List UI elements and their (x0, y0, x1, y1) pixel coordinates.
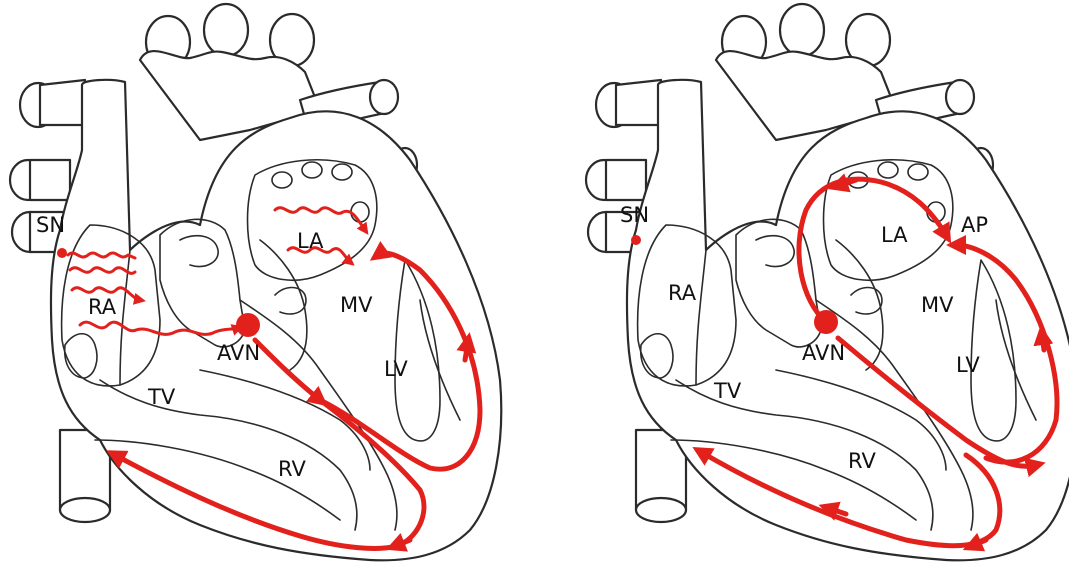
right-label-sn: SN (620, 203, 649, 227)
right-label-ap: AP (961, 213, 988, 237)
right-label-ra: RA (668, 281, 697, 305)
left-heart-outline (10, 4, 501, 560)
right-label-lv: LV (956, 353, 980, 377)
right-label-avn: AVN (802, 341, 845, 365)
right-lv-mid-arrow (1042, 335, 1044, 350)
left-label-lv: LV (384, 357, 408, 381)
left-label-avn: AVN (217, 341, 260, 365)
left-label-tv: TV (147, 385, 176, 409)
right-label-la: LA (881, 223, 908, 247)
right-label-mv: MV (921, 293, 954, 317)
right-sn-dot (631, 235, 641, 245)
right-label-tv: TV (713, 379, 742, 403)
left-label-mv: MV (340, 293, 373, 317)
left-label-rv: RV (278, 457, 306, 481)
right-label-rv: RV (848, 449, 876, 473)
left-label-la: LA (297, 229, 324, 253)
left-label-sn: SN (36, 213, 65, 237)
left-left-bundle-mid-arrow (465, 342, 468, 360)
right-heart-outline (586, 4, 1069, 560)
left-label-ra: RA (88, 295, 117, 319)
left-sn-dot (57, 248, 67, 258)
left-avn-dot (236, 313, 260, 337)
left-heart: SN LA RA MV AVN LV TV RV (10, 4, 501, 560)
right-heart: SN LA AP RA MV AVN LV TV RV (586, 4, 1069, 560)
